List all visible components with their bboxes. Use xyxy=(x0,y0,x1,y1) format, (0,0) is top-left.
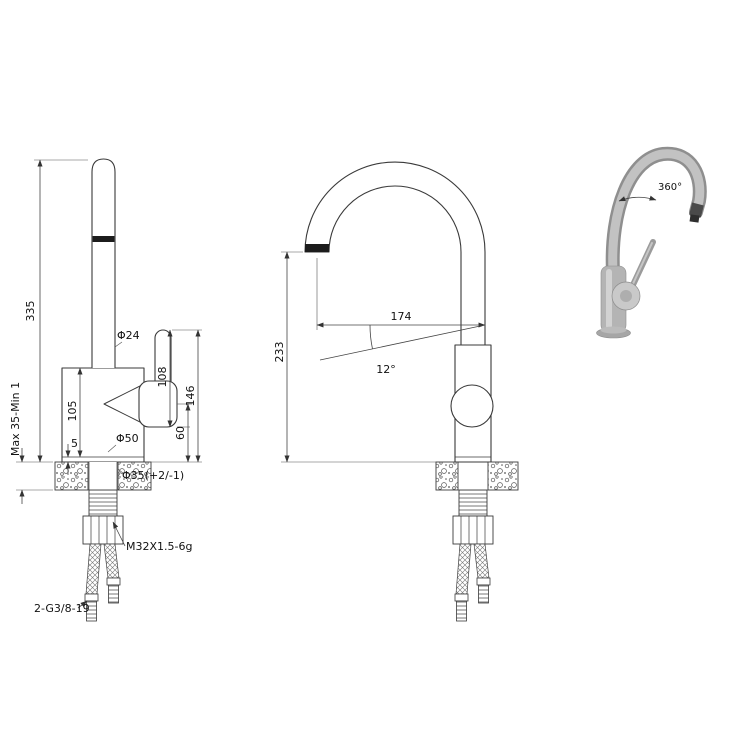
render-neck-outer xyxy=(605,146,707,279)
side-view xyxy=(304,161,519,622)
hose-right-side xyxy=(473,543,490,579)
dim-335-label: 335 xyxy=(24,301,37,322)
shank-hole-front xyxy=(89,462,117,490)
threaded-shank-front xyxy=(88,489,118,517)
rotation-360-label: 360° xyxy=(658,182,682,193)
mounting-nut-front xyxy=(82,515,124,545)
faucet-body-front xyxy=(61,367,145,463)
countertop-right-front xyxy=(117,461,152,491)
hose-connector-left-side xyxy=(454,593,469,602)
countertop-right-side xyxy=(487,461,519,491)
render-aerator-tip xyxy=(689,202,704,218)
hose-connector-left-front xyxy=(84,593,99,602)
hose-connector-right-side xyxy=(476,577,491,586)
dim-spout-dia-label: Φ24 xyxy=(117,329,140,342)
handle-pivot-circle-side xyxy=(450,384,494,428)
spout-pipe-front xyxy=(91,158,116,368)
threaded-shank-side xyxy=(458,489,488,517)
dim-base-dia-label: Φ50 xyxy=(116,432,139,445)
front-view-dimensions: 335 Max 35-Min 1 Φ24 105 5 108 60 146 Φ5… xyxy=(9,159,202,615)
dim-deck-range-label: Max 35-Min 1 xyxy=(9,382,22,456)
dim-shank-thread-label: M32X1.5-6g xyxy=(126,540,192,553)
dim-146-label: 146 xyxy=(184,386,197,407)
hose-left-side xyxy=(455,543,472,595)
render-neck-highlight xyxy=(608,149,705,277)
side-view-dimensions: 174 12° 233 xyxy=(273,251,486,463)
dim-105-label: 105 xyxy=(66,401,79,422)
perspective-view: 360° xyxy=(596,146,707,339)
rotation-arrow xyxy=(618,195,657,202)
hose-connector-right-front xyxy=(106,577,121,586)
countertop-left-side xyxy=(435,461,459,491)
aerator-band-front xyxy=(92,236,115,242)
mounting-nut-side xyxy=(452,515,494,545)
dim-hose-thread-label: 2-G3/8-19 xyxy=(34,602,90,615)
aerator-band-side xyxy=(305,244,329,252)
dim-5-label: 5 xyxy=(71,437,78,450)
countertop-left-front xyxy=(54,461,89,491)
dim-angle-label: 12° xyxy=(376,363,396,376)
dim-174-label: 174 xyxy=(391,310,412,323)
dim-233-label: 233 xyxy=(273,342,286,363)
hose-right-front xyxy=(103,543,120,579)
hose-left-front xyxy=(85,543,102,595)
dim-hole-dia-label: Φ35(+2/-1) xyxy=(122,469,184,482)
dim-108-label: 108 xyxy=(156,367,169,388)
dim-60-label: 60 xyxy=(174,426,187,440)
